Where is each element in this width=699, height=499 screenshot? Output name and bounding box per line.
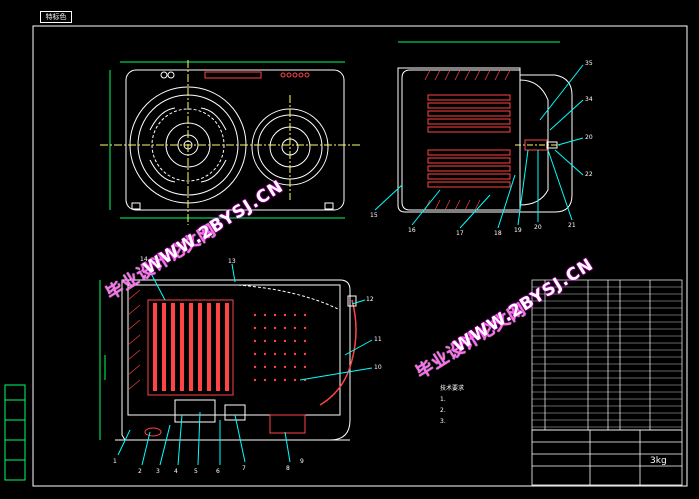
- parts-list-rows: [532, 286, 682, 428]
- callout-front-3: 12: [366, 296, 374, 303]
- callout-side-2: 34: [585, 96, 593, 103]
- callout-front-7: 2: [138, 468, 142, 475]
- callout-side-9: 19: [514, 227, 522, 234]
- callout-side-1: 35: [585, 60, 593, 67]
- sheet-border: [32, 25, 688, 487]
- callout-side-6: 16: [408, 227, 416, 234]
- callout-front-14: 9: [300, 458, 304, 465]
- tech-notes-title: 技术要求: [440, 385, 465, 392]
- plan-view: [100, 60, 360, 225]
- title-block-name: 3kg: [650, 456, 667, 466]
- front-section-view: [99, 261, 373, 466]
- tech-note-2: 2.: [440, 407, 446, 414]
- callout-side-7: 17: [456, 230, 464, 237]
- title-block: [531, 429, 683, 486]
- callout-side-4: 22: [585, 171, 593, 178]
- sheet-tag: 特标色: [40, 11, 72, 23]
- callout-side-3: 20: [585, 134, 593, 141]
- callout-front-5: 10: [374, 364, 382, 371]
- callout-front-10: 5: [194, 468, 198, 475]
- callout-front-8: 3: [156, 468, 160, 475]
- parts-list: [531, 279, 683, 431]
- callout-front-11: 6: [216, 468, 220, 475]
- callout-front-9: 4: [174, 468, 178, 475]
- callout-side-5: 15: [370, 212, 378, 219]
- callout-front-4: 11: [374, 336, 382, 343]
- callout-side-11: 21: [568, 222, 576, 229]
- callout-front-1: 14: [140, 256, 148, 263]
- callout-side-8: 18: [494, 230, 502, 237]
- callout-front-2: 13: [228, 258, 236, 265]
- technical-notes: 技术要求 1. 2. 3.: [440, 383, 464, 427]
- tech-note-1: 1.: [440, 396, 446, 403]
- binding-strip: [4, 384, 26, 481]
- callout-front-13: 8: [286, 465, 290, 472]
- tech-note-3: 3.: [440, 418, 446, 425]
- side-view: [374, 41, 584, 229]
- callout-side-10: 20: [534, 224, 542, 231]
- callout-front-12: 7: [242, 465, 246, 472]
- callout-front-6: 1: [113, 458, 117, 465]
